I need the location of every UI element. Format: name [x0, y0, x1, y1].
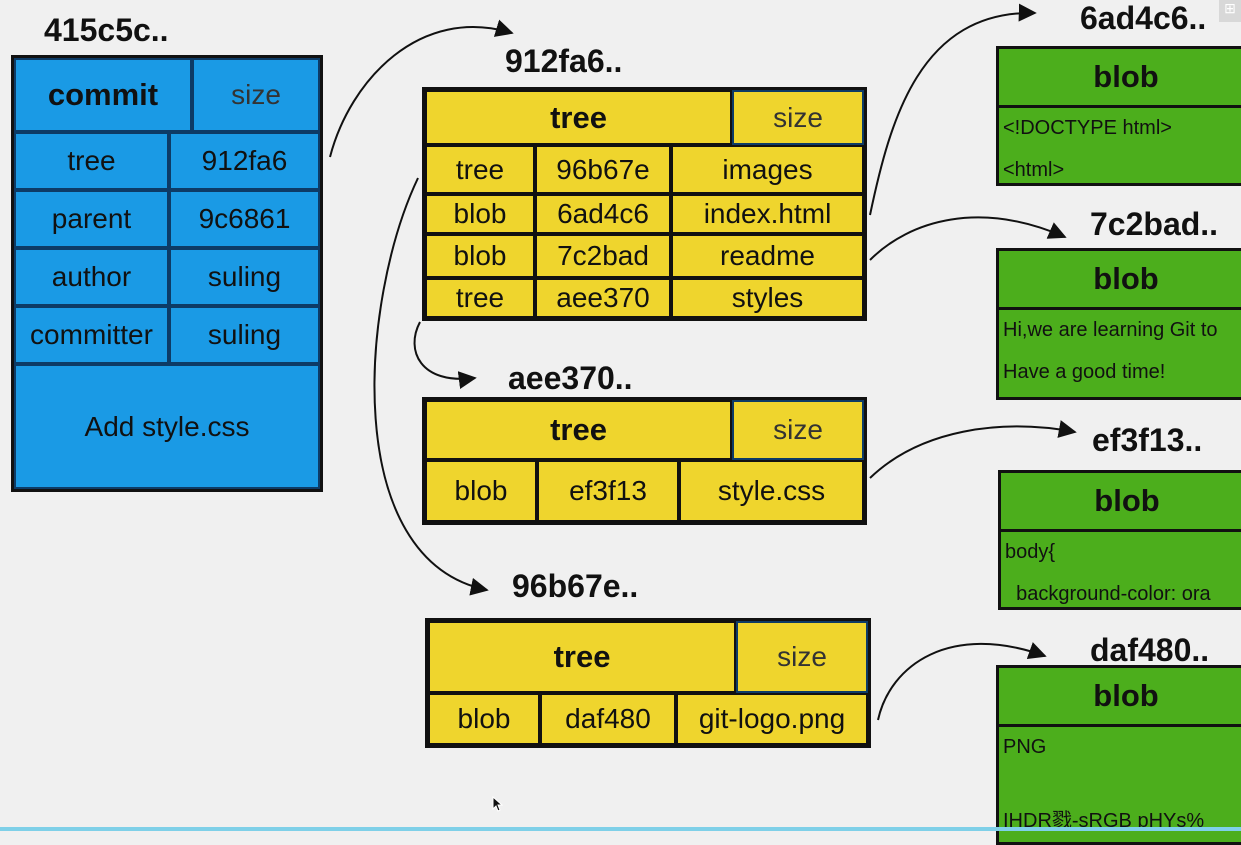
tree-entry-hash: 6ad4c6 — [535, 194, 671, 234]
arrow-tree-to-blob-index — [869, 3, 1037, 216]
blob-type-label: blob — [999, 49, 1241, 108]
bottom-border — [0, 827, 1241, 831]
arrow-commit-to-tree — [329, 19, 514, 158]
blob-object: blob body{ background-color: ora — [998, 470, 1241, 610]
tree-root-type-label: tree — [425, 90, 732, 145]
corner-icon: ⊞ — [1219, 0, 1241, 22]
blob-content-line: background-color: ora — [1005, 583, 1211, 605]
commit-key-tree: tree — [14, 132, 169, 190]
tree-styles-object: tree size blob ef3f13 style.css — [422, 397, 867, 525]
arrow-images-to-blob — [877, 642, 1047, 721]
tree-entry-name: git-logo.png — [676, 693, 868, 745]
commit-message: Add style.css — [14, 364, 320, 489]
blob-content-line: body{ — [1005, 541, 1056, 563]
blob-type-label: blob — [999, 251, 1241, 310]
commit-key-parent: parent — [14, 190, 169, 248]
tree-entry-name: styles — [671, 278, 864, 318]
blob-type-label: blob — [999, 668, 1241, 727]
blob-object: blob <!DOCTYPE html> <html> — [996, 46, 1241, 186]
blob-object: blob PNG IHDR戮-sRGB pHYs% — [996, 665, 1241, 845]
blob-hash: 6ad4c6.. — [1080, 0, 1207, 36]
blob-content-line: <html> — [1003, 159, 1065, 181]
tree-root-hash: 912fa6.. — [505, 43, 623, 79]
tree-root-object: tree size tree 96b67e images blob 6ad4c6… — [422, 87, 867, 321]
tree-images-hash: 96b67e.. — [512, 568, 639, 604]
commit-value-author: suling — [169, 248, 320, 306]
tree-entry-name: index.html — [671, 194, 864, 234]
tree-images-type-label: tree — [428, 621, 736, 693]
blob-hash: ef3f13.. — [1092, 422, 1203, 458]
tree-images-object: tree size blob daf480 git-logo.png — [425, 618, 871, 748]
arrow-styles-to-blob — [869, 420, 1077, 479]
commit-value-parent: 9c6861 — [169, 190, 320, 248]
commit-key-committer: committer — [14, 306, 169, 364]
tree-entry-hash: 96b67e — [535, 145, 671, 194]
blob-content-line: IHDR戮-sRGB pHYs% — [1003, 810, 1205, 832]
blob-content-line: Hi,we are learning Git to — [1003, 319, 1218, 341]
mouse-cursor-icon — [492, 796, 504, 812]
tree-images-size-label: size — [736, 621, 868, 693]
blob-content-line: <!DOCTYPE html> — [1003, 117, 1172, 139]
tree-entry-hash: 7c2bad — [535, 234, 671, 278]
arrow-tree-to-styles — [413, 321, 477, 389]
blob-content-line: Have a good time! — [1003, 361, 1166, 383]
blob-hash: 7c2bad.. — [1090, 206, 1219, 242]
tree-entry-type: blob — [428, 693, 540, 745]
commit-key-author: author — [14, 248, 169, 306]
tree-styles-hash: aee370.. — [508, 360, 633, 396]
arrow-tree-to-blob-readme — [869, 216, 1067, 261]
tree-entry-name: images — [671, 145, 864, 194]
commit-size-label: size — [192, 58, 320, 132]
blob-content-line: PNG — [1003, 736, 1047, 758]
blob-type-label: blob — [1001, 473, 1241, 532]
commit-hash: 415c5c.. — [44, 12, 169, 48]
tree-entry-hash: daf480 — [540, 693, 676, 745]
tree-entry-type: tree — [425, 278, 535, 318]
tree-root-size-label: size — [732, 90, 864, 145]
tree-entry-hash: ef3f13 — [537, 460, 679, 522]
tree-styles-type-label: tree — [425, 400, 732, 460]
blob-hash: daf480.. — [1090, 632, 1210, 668]
tree-entry-type: blob — [425, 194, 535, 234]
commit-value-tree: 912fa6 — [169, 132, 320, 190]
tree-entry-type: tree — [425, 145, 535, 194]
blob-object: blob Hi,we are learning Git to Have a go… — [996, 248, 1241, 400]
tree-styles-size-label: size — [732, 400, 864, 460]
tree-entry-type: blob — [425, 234, 535, 278]
tree-entry-type: blob — [425, 460, 537, 522]
commit-value-committer: suling — [169, 306, 320, 364]
tree-entry-name: readme — [671, 234, 864, 278]
tree-entry-hash: aee370 — [535, 278, 671, 318]
commit-type-label: commit — [14, 58, 192, 132]
commit-object: commit size tree 912fa6 parent 9c6861 au… — [11, 55, 323, 492]
tree-entry-name: style.css — [679, 460, 864, 522]
arrow-tree-to-images — [373, 177, 489, 596]
